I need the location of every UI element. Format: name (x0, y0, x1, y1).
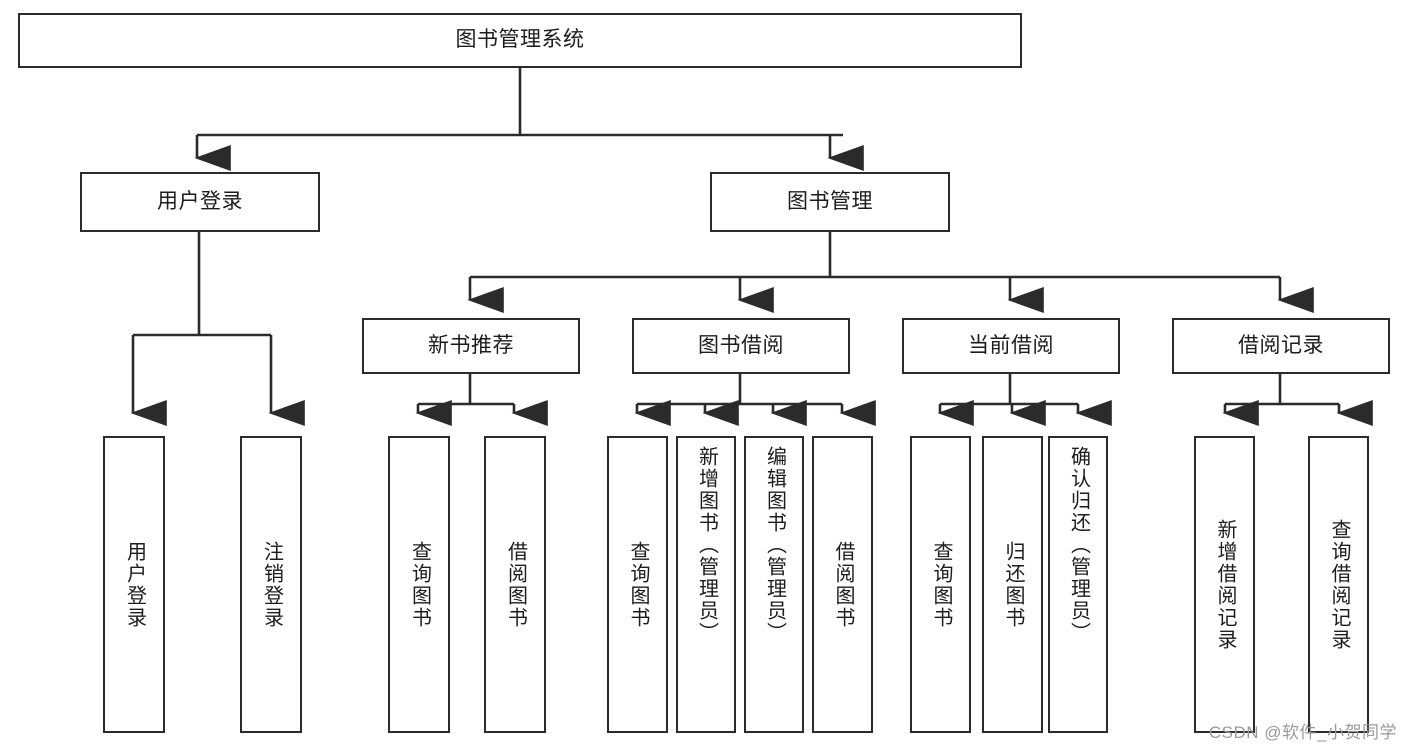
node-book-borrow-label: 图书借阅 (698, 333, 784, 357)
node-root-label: 图书管理系统 (455, 28, 585, 52)
node-leaf-borrow-book-1-label: 借阅图书 (504, 540, 527, 629)
node-leaf-borrow-book-2-label: 借阅图书 (832, 540, 854, 629)
node-current-borrow-label: 当前借阅 (968, 333, 1054, 357)
node-leaf-confirm-return[interactable]: 确认归还（管理员） (1048, 436, 1108, 733)
node-leaf-add-record[interactable]: 新增借阅记录 (1194, 436, 1255, 733)
node-leaf-query-book-2[interactable]: 查询图书 (607, 436, 668, 733)
node-leaf-add-book-label: 新增图书（管理员） (695, 446, 718, 644)
node-leaf-query-record-label: 查询借阅记录 (1328, 518, 1350, 651)
node-leaf-borrow-book-1[interactable]: 借阅图书 (484, 436, 546, 733)
node-user-login-label: 用户登录 (157, 189, 243, 213)
node-leaf-query-book-1[interactable]: 查询图书 (388, 436, 450, 733)
node-root[interactable]: 图书管理系统 (18, 13, 1022, 68)
node-leaf-edit-book-label: 编辑图书（管理员） (763, 446, 786, 644)
node-book-management[interactable]: 图书管理 (710, 172, 950, 232)
node-leaf-add-record-label: 新增借阅记录 (1214, 518, 1236, 651)
node-current-borrow[interactable]: 当前借阅 (902, 318, 1120, 374)
watermark: CSDN @软件_小贺同学 (1208, 723, 1397, 742)
node-new-book-recommend[interactable]: 新书推荐 (362, 318, 580, 374)
node-user-login[interactable]: 用户登录 (80, 172, 320, 232)
node-leaf-logout-login[interactable]: 注销登录 (240, 436, 302, 733)
node-leaf-return-book[interactable]: 归还图书 (982, 436, 1043, 733)
node-leaf-query-book-1-label: 查询图书 (408, 540, 431, 629)
node-leaf-borrow-book-2[interactable]: 借阅图书 (812, 436, 873, 733)
node-book-borrow[interactable]: 图书借阅 (632, 318, 850, 374)
node-leaf-return-book-label: 归还图书 (1002, 540, 1024, 629)
node-leaf-logout-login-label: 注销登录 (260, 540, 283, 629)
node-leaf-edit-book[interactable]: 编辑图书（管理员） (744, 436, 804, 733)
node-leaf-query-book-3-label: 查询图书 (930, 540, 952, 629)
node-borrow-record-label: 借阅记录 (1238, 333, 1324, 357)
node-leaf-query-record[interactable]: 查询借阅记录 (1308, 436, 1369, 733)
node-leaf-user-login[interactable]: 用户登录 (103, 436, 165, 733)
node-leaf-confirm-return-label: 确认归还（管理员） (1067, 446, 1090, 644)
node-borrow-record[interactable]: 借阅记录 (1172, 318, 1390, 374)
node-leaf-query-book-3[interactable]: 查询图书 (910, 436, 971, 733)
node-leaf-add-book[interactable]: 新增图书（管理员） (676, 436, 736, 733)
node-leaf-query-book-2-label: 查询图书 (627, 540, 649, 629)
node-book-management-label: 图书管理 (787, 189, 873, 213)
node-new-book-recommend-label: 新书推荐 (428, 333, 514, 357)
node-leaf-user-login-label: 用户登录 (123, 540, 146, 629)
